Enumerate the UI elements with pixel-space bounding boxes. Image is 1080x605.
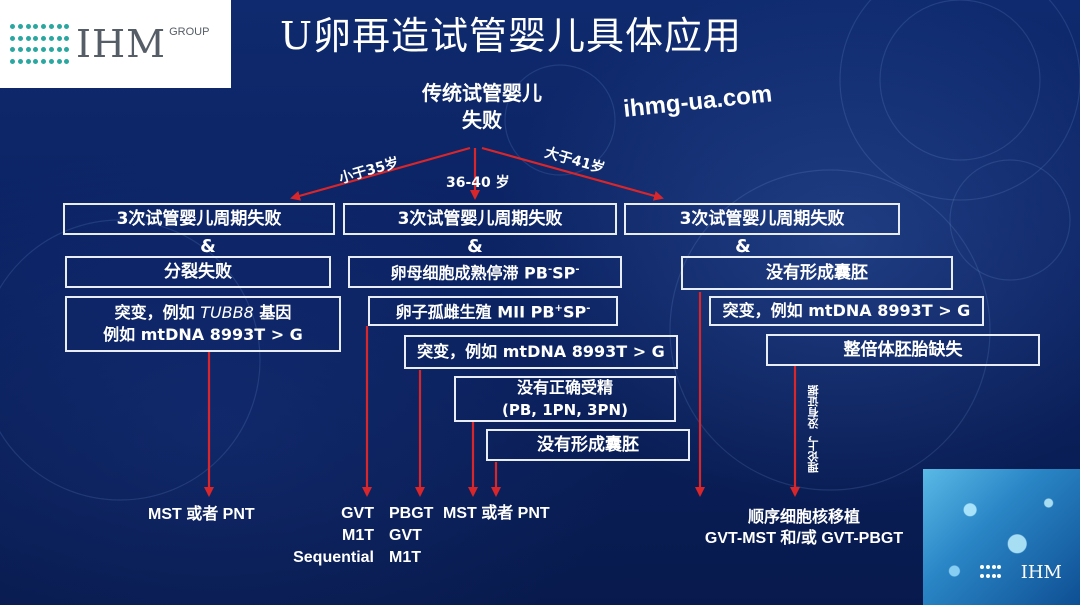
logo-dots-icon (10, 22, 70, 66)
middle-sub2-text: 突变，例如 mtDNA 8993T > G (417, 342, 665, 361)
middle-sub3-line-2: (PB, 1PN, 3PN) (502, 401, 628, 419)
logo-dots-icon (980, 565, 1002, 581)
middle-outcome-c: MST 或者 PNT (443, 505, 550, 522)
slide-title: U卵再造试管婴儿具体应用 (280, 14, 743, 58)
theory-note: 理论上，没有证据 (807, 385, 820, 473)
left-ampersand: & (200, 236, 216, 257)
middle-condition-box: 卵母细胞成熟停滞 PB-SP- (348, 256, 622, 288)
right-header-box: 3次试管婴儿周期失败 (624, 203, 900, 235)
right-aneuploidy-box: 整倍体胚胎缺失 (766, 334, 1040, 366)
right-outcome: 顺序细胞核移植 GVT-MST 和/或 GVT-PBGT (690, 506, 918, 550)
middle-sub1-text: 卵子孤雌生殖 MII PB+SP- (395, 302, 591, 322)
left-mutation-gene: TUBB8 (200, 303, 254, 322)
middle-sub4-text: 没有形成囊胚 (537, 435, 639, 455)
logo-subtext: GROUP (169, 26, 210, 38)
left-mutation-line-2: 例如 mtDNA 8993T > G (103, 325, 303, 344)
left-mutation-suffix: 基因 (253, 303, 292, 322)
left-mutation-box: 突变，例如 TUBB8 基因 例如 mtDNA 8993T > G (65, 296, 341, 352)
middle-sub2-box: 突变，例如 mtDNA 8993T > G (404, 335, 678, 369)
right-condition-box: 没有形成囊胚 (681, 256, 953, 290)
right-aneuploidy-text: 整倍体胚胎缺失 (843, 340, 963, 360)
middle-header-box: 3次试管婴儿周期失败 (343, 203, 617, 235)
middle-outcome-a-3: Sequential (293, 549, 374, 566)
middle-outcome-a-1: GVT (341, 505, 374, 522)
left-mutation-prefix: 突变，例如 (114, 303, 201, 322)
ihm-corner-logo: IHM (923, 469, 1080, 605)
middle-condition-text: 卵母细胞成熟停滞 PB-SP- (390, 263, 580, 283)
middle-sub3-box: 没有正确受精 (PB, 1PN, 3PN) (454, 376, 676, 422)
middle-sub1-box: 卵子孤雌生殖 MII PB+SP- (368, 296, 618, 326)
right-header-text: 3次试管婴儿周期失败 (679, 209, 845, 229)
root-node: 传统试管婴儿 失败 (372, 80, 592, 134)
left-condition-text: 分裂失败 (164, 262, 232, 282)
logo-text: IHM (76, 22, 167, 66)
middle-outcome-b-2: GVT (389, 527, 422, 544)
left-header-text: 3次试管婴儿周期失败 (116, 209, 282, 229)
middle-outcome-group-a: GVT M1T Sequential (284, 503, 374, 569)
root-line-1: 传统试管婴儿 (422, 81, 542, 105)
watermark-url: ihmg-ua.com (622, 80, 774, 123)
middle-outcome-a-2: M1T (342, 527, 374, 544)
right-outcome-line-2: GVT-MST 和/或 GVT-PBGT (704, 530, 904, 547)
ihm-group-logo: IHM GROUP (0, 0, 231, 88)
right-mutation-box: 突变，例如 mtDNA 8993T > G (709, 296, 984, 326)
right-outcome-line-1: 顺序细胞核移植 (747, 507, 860, 526)
left-outcome: MST 或者 PNT (148, 506, 255, 523)
middle-outcome-b-3: M1T (389, 549, 421, 566)
root-line-2: 失败 (462, 108, 502, 132)
middle-outcome-b-1: PBGT (389, 505, 434, 522)
middle-ampersand: & (467, 236, 483, 257)
branch-label-left: 小于35岁 (337, 154, 401, 188)
left-header-box: 3次试管婴儿周期失败 (63, 203, 335, 235)
branch-label-middle: 36-40 岁 (446, 175, 510, 191)
left-condition-box: 分裂失败 (65, 256, 331, 288)
middle-outcome-group-b: PBGT GVT M1T (389, 503, 433, 569)
middle-sub3-line-1: 没有正确受精 (516, 378, 613, 397)
right-mutation-text: 突变，例如 mtDNA 8993T > G (722, 301, 971, 320)
left-mutation-line-1: 突变，例如 TUBB8 基因 (115, 302, 292, 324)
middle-header-text: 3次试管婴儿周期失败 (397, 209, 563, 229)
logo-text: IHM (1020, 562, 1062, 583)
middle-sub4-box: 没有形成囊胚 (486, 429, 690, 461)
branch-label-right: 大于41岁 (542, 144, 607, 178)
right-condition-text: 没有形成囊胚 (766, 263, 868, 283)
right-ampersand: & (735, 236, 751, 257)
